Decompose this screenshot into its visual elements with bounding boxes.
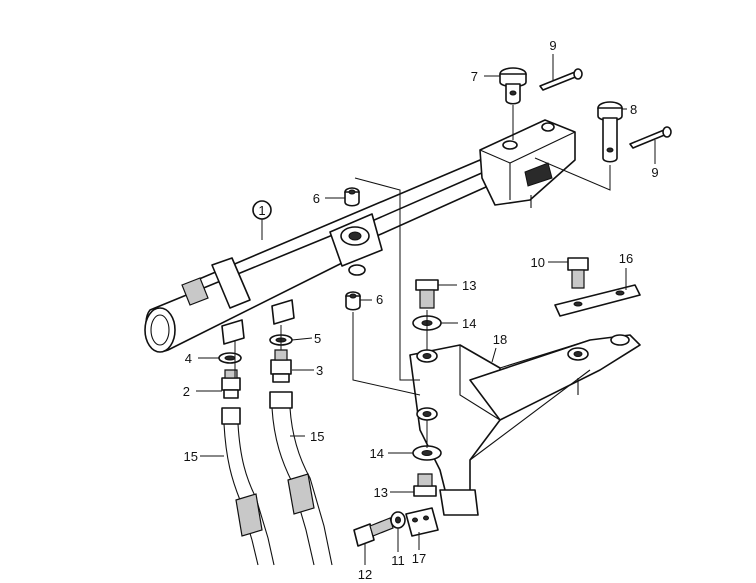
callout-6-upper: 6 — [313, 191, 320, 206]
spacer-bushing-upper — [344, 187, 360, 207]
bolt-13-upper — [415, 279, 439, 309]
callout-5: 5 — [314, 331, 321, 346]
cotter-pin-9-lower — [629, 126, 672, 149]
bolt-10 — [567, 257, 589, 289]
hose-port-left — [221, 319, 245, 345]
callout-8: 8 — [630, 102, 637, 117]
callout-2: 2 — [183, 384, 190, 399]
mounting-bracket-18 — [409, 334, 641, 516]
front-cylinder-barrel — [145, 230, 359, 352]
adapter-fitting-2 — [221, 369, 241, 399]
callout-9-upper: 9 — [549, 38, 556, 53]
callout-7: 7 — [471, 69, 478, 84]
callout-13-upper: 13 — [462, 278, 476, 293]
callout-9-lower: 9 — [651, 165, 658, 180]
hose-port-right — [271, 299, 295, 325]
callout-numbers: 1 2 3 4 5 6 6 7 8 9 9 10 11 12 13 13 14 … — [183, 38, 659, 582]
callout-15-left: 15 — [184, 449, 198, 464]
rod-end-clevis — [479, 119, 576, 206]
clevis-pin-hole-upper — [502, 140, 518, 150]
callout-18: 18 — [493, 332, 507, 347]
adapter-fitting-3 — [270, 349, 292, 383]
plate-16 — [554, 284, 641, 317]
callout-14-lower: 14 — [370, 446, 384, 461]
callout-16: 16 — [619, 251, 633, 266]
clevis-bolt-hole — [541, 122, 555, 132]
callout-leaders — [196, 54, 656, 565]
clamp-band-left — [211, 257, 251, 309]
callout-14-upper: 14 — [462, 316, 476, 331]
bolt-12 — [353, 517, 394, 547]
hose-15-right — [269, 391, 333, 566]
clevis-slot — [524, 162, 553, 187]
callout-10: 10 — [531, 255, 545, 270]
washer-4 — [218, 352, 242, 364]
lower-mount-eye — [348, 264, 366, 276]
cylinder-assembly — [144, 119, 576, 353]
callout-13-lower: 13 — [374, 485, 388, 500]
clevis-pin-7 — [499, 67, 527, 105]
callout-6-lower: 6 — [376, 292, 383, 307]
callout-15-right: 15 — [310, 429, 324, 444]
threaded-rod-end — [181, 277, 209, 306]
callout-17: 17 — [412, 551, 426, 566]
callout-1: 1 — [258, 203, 265, 218]
bolt-13-lower — [413, 473, 437, 497]
callout-3: 3 — [316, 363, 323, 378]
spacer-bushing-lower — [345, 291, 361, 311]
hose-15-left — [221, 407, 275, 566]
plate-17 — [405, 507, 439, 537]
cylinder-end-cap — [144, 307, 176, 353]
callout-12: 12 — [358, 567, 372, 582]
callout-4: 4 — [185, 351, 192, 366]
cotter-pin-9-upper — [539, 68, 583, 91]
callout-11: 11 — [391, 553, 405, 568]
clevis-pin-8 — [597, 101, 623, 163]
